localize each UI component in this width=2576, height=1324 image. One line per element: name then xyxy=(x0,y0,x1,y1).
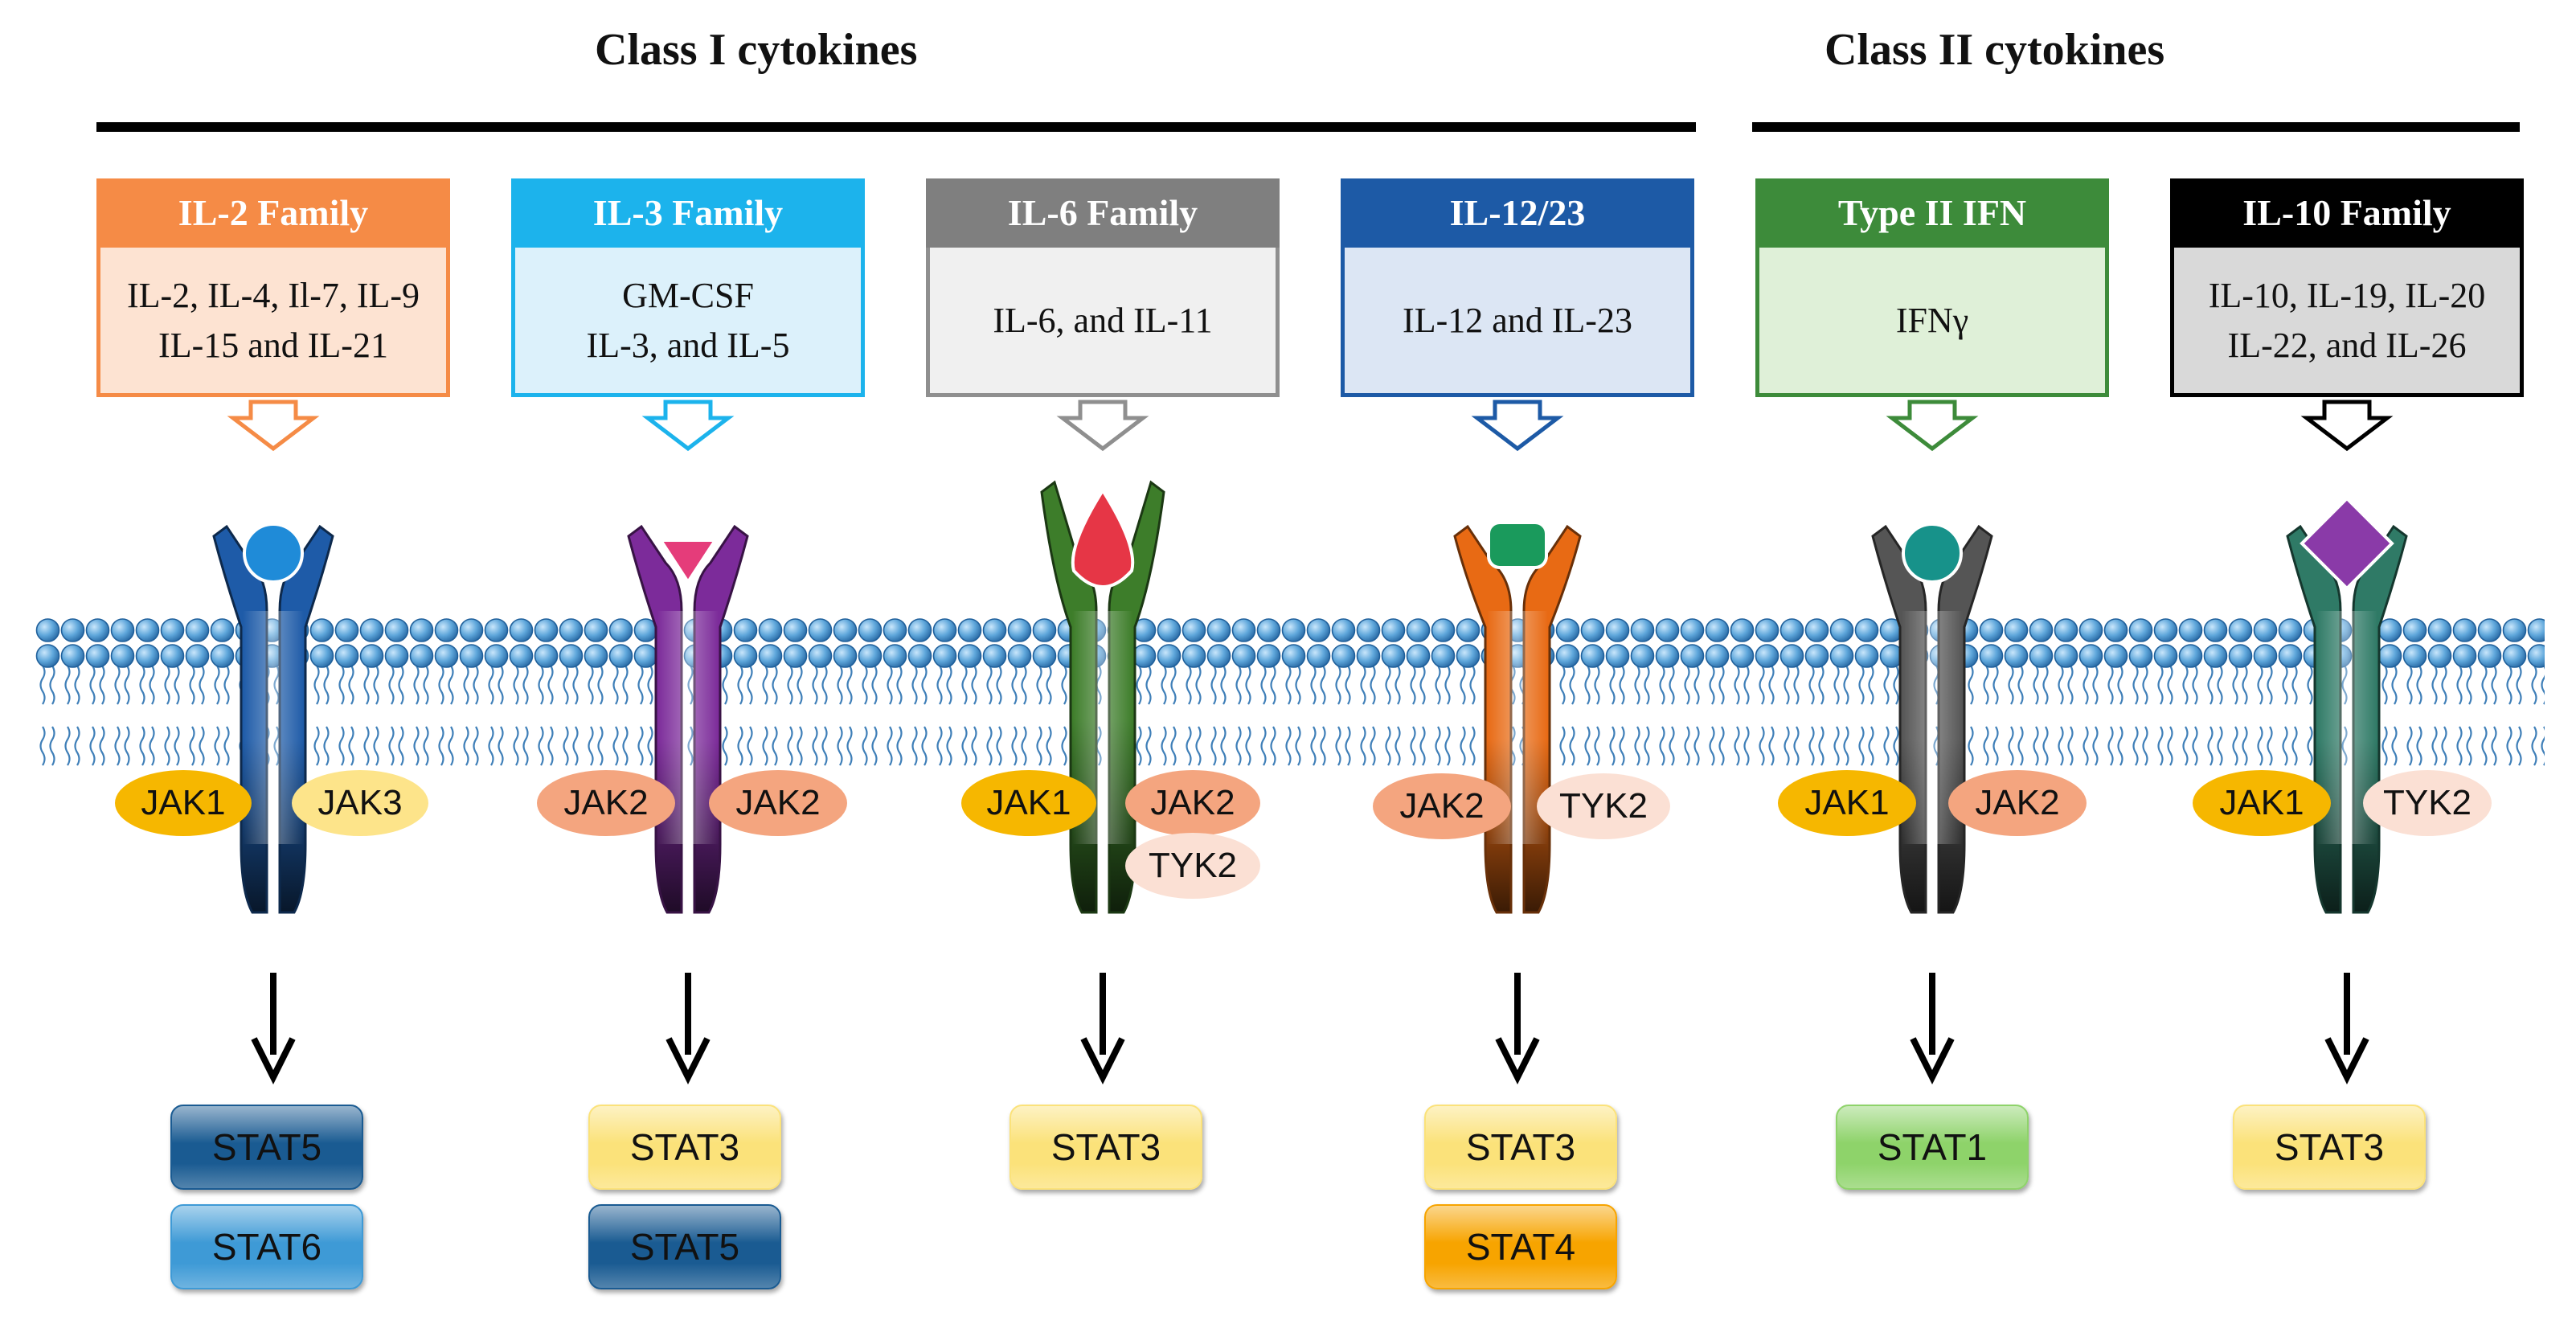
family-member-line: IL-10, IL-19, IL-20 xyxy=(2208,275,2486,315)
family-members: GM-CSF IL-3, and IL-5 xyxy=(511,248,865,397)
family-card-il12-23: IL-12/23 IL-12 and IL-23 xyxy=(1341,178,1694,397)
family-members: IL-10, IL-19, IL-20 IL-22, and IL-26 xyxy=(2170,248,2524,397)
family-member-line: GM-CSF xyxy=(622,275,754,315)
family-members: IL-6, and IL-11 xyxy=(926,248,1280,397)
family-member-line: IL-12 and IL-23 xyxy=(1403,300,1632,340)
jak-right-il2: JAK3 xyxy=(292,770,428,836)
receptor-3 xyxy=(1453,521,1582,914)
jak-left-il2: JAK1 xyxy=(115,770,252,836)
ligand-diamond xyxy=(2300,496,2394,591)
family-member-line: IL-2, IL-4, Il-7, IL-9 xyxy=(126,275,420,315)
receptor-5 xyxy=(2286,496,2408,914)
jak-right-il3: JAK2 xyxy=(709,770,847,836)
family-member-line: IL-22, and IL-26 xyxy=(2227,325,2467,365)
ligand-triangle xyxy=(657,539,719,585)
family-to-receptor-arrow xyxy=(2300,400,2394,452)
family-card-il10: IL-10 Family IL-10, IL-19, IL-20 IL-22, … xyxy=(2170,178,2524,397)
stat-il10-1: STAT3 xyxy=(2233,1105,2426,1190)
family-members: IFNγ xyxy=(1755,248,2109,397)
family-members: IL-12 and IL-23 xyxy=(1341,248,1694,397)
family-member-line: IFNγ xyxy=(1895,300,1969,340)
jak-left-il10: JAK1 xyxy=(2193,770,2331,836)
family-to-receptor-arrow xyxy=(1886,400,1979,452)
signal-arrow xyxy=(2324,973,2369,1084)
jak-right-il6: JAK2 xyxy=(1125,770,1260,836)
jak-left-ifn: JAK1 xyxy=(1778,770,1916,836)
family-member-line: IL-15 and IL-21 xyxy=(158,325,388,365)
tyk-right-il10: TYK2 xyxy=(2363,770,2492,836)
family-header: IL-2 Family xyxy=(96,178,450,248)
ligand-square xyxy=(1487,521,1548,569)
receptor-4 xyxy=(1871,523,1993,914)
tyk-il6: TYK2 xyxy=(1125,833,1260,899)
family-members: IL-2, IL-4, Il-7, IL-9 IL-15 and IL-21 xyxy=(96,248,450,397)
family-header: IL-6 Family xyxy=(926,178,1280,248)
family-header: IL-12/23 xyxy=(1341,178,1694,248)
family-card-il6: IL-6 Family IL-6, and IL-11 xyxy=(926,178,1280,397)
family-card-il2: IL-2 Family IL-2, IL-4, Il-7, IL-9 IL-15… xyxy=(96,178,450,397)
family-card-il3: IL-3 Family GM-CSF IL-3, and IL-5 xyxy=(511,178,865,397)
family-to-receptor-arrow xyxy=(1471,400,1564,452)
signal-arrow xyxy=(666,973,711,1084)
receptor-1 xyxy=(627,524,749,914)
class-i-rule xyxy=(96,122,1696,132)
signal-arrow xyxy=(251,973,296,1084)
family-to-receptor-arrow xyxy=(641,400,735,452)
family-header: IL-3 Family xyxy=(511,178,865,248)
jak-left-il3: JAK2 xyxy=(537,770,675,836)
stat-il2-2: STAT6 xyxy=(170,1204,363,1289)
family-header: Type II IFN xyxy=(1755,178,2109,248)
family-to-receptor-arrow xyxy=(1056,400,1149,452)
stat-il12-1: STAT3 xyxy=(1424,1105,1617,1190)
class-i-title: Class I cytokines xyxy=(595,25,918,75)
class-ii-title: Class II cytokines xyxy=(1824,25,2165,75)
ligand-circle xyxy=(243,523,304,584)
stat-il3-2: STAT5 xyxy=(588,1204,781,1289)
signal-arrow xyxy=(1495,973,1540,1084)
jak-left-il6: JAK1 xyxy=(961,770,1096,836)
jak-left-il12: JAK2 xyxy=(1373,773,1511,839)
family-to-receptor-arrow xyxy=(227,400,320,452)
stat-il6-1: STAT3 xyxy=(1010,1105,1202,1190)
family-card-type-ii-ifn: Type II IFN IFNγ xyxy=(1755,178,2109,397)
family-member-line: IL-6, and IL-11 xyxy=(993,300,1213,340)
ligand-drop xyxy=(1071,487,1135,588)
stat-il2-1: STAT5 xyxy=(170,1105,363,1190)
ligand-circle xyxy=(1902,523,1963,584)
jak-right-ifn: JAK2 xyxy=(1948,770,2087,836)
receptor-2 xyxy=(1040,480,1165,914)
family-member-line: IL-3, and IL-5 xyxy=(586,325,790,365)
signal-arrow xyxy=(1080,973,1125,1084)
stat-ifn-1: STAT1 xyxy=(1836,1105,2029,1190)
stat-il3-1: STAT3 xyxy=(588,1105,781,1190)
receptor-0 xyxy=(212,523,334,914)
class-ii-rule xyxy=(1752,122,2520,132)
signal-arrow xyxy=(1910,973,1955,1084)
stat-il12-2: STAT4 xyxy=(1424,1204,1617,1289)
tyk-right-il12: TYK2 xyxy=(1537,773,1670,839)
family-header: IL-10 Family xyxy=(2170,178,2524,248)
